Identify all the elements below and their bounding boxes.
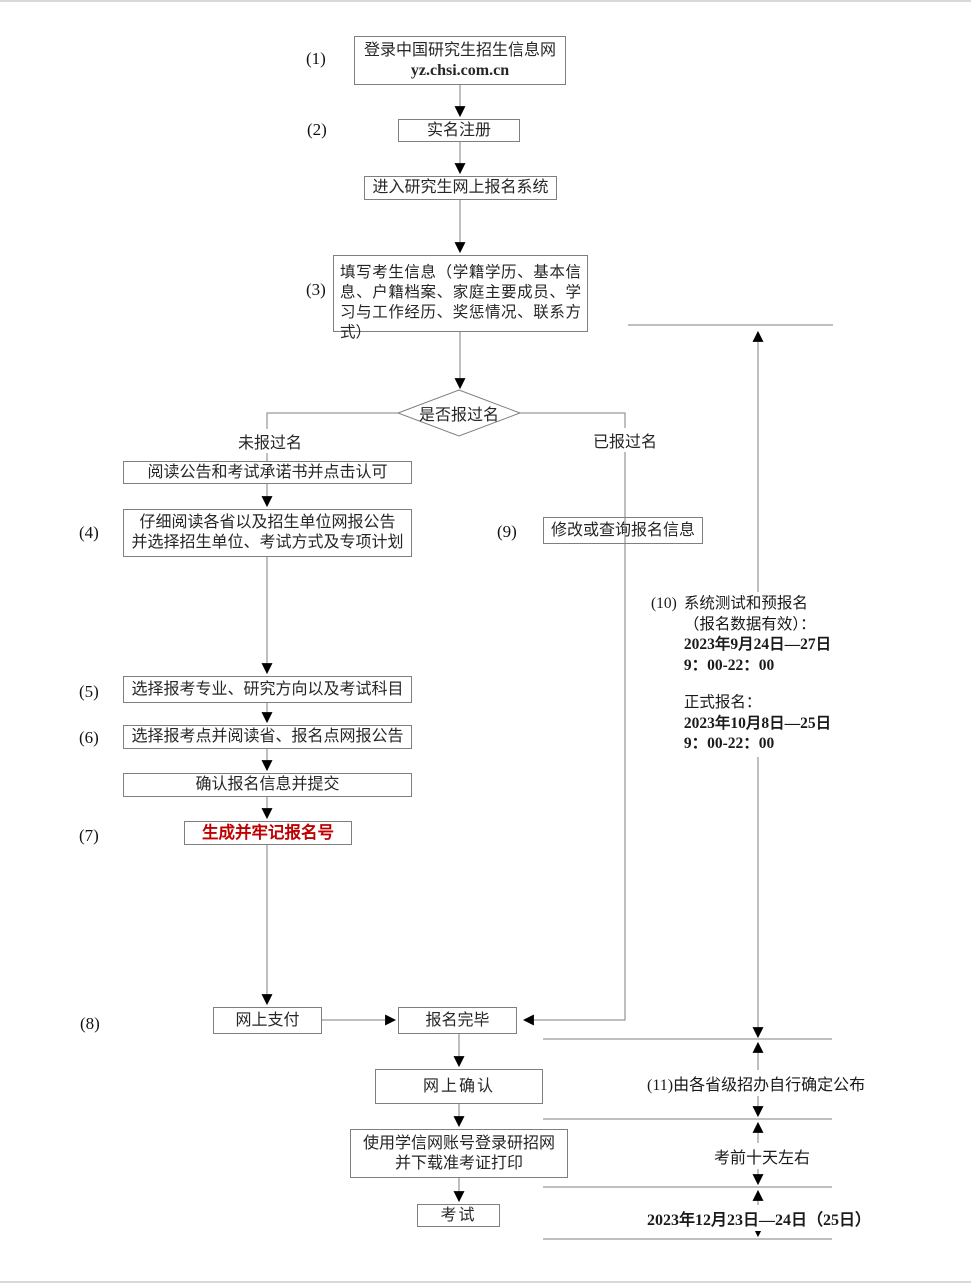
box-fill-candidate-info: 填写考生信息（学籍学历、基本信息、户籍档案、家庭主要成员、学习与工作经历、奖惩情… xyxy=(333,255,588,341)
box-read-province-line2: 并选择招生单位、考试方式及专项计划 xyxy=(131,534,404,551)
box-login-line1: 登录中国研究生招生信息网 xyxy=(363,41,556,59)
note-province-confirmation-text: 由各省级招办自行确定公布 xyxy=(673,1077,866,1094)
line-branch-yes xyxy=(520,412,626,1026)
box-confirm-submit: 确认报名信息并提交 xyxy=(123,773,412,797)
note-formal-registration-date: 2023年10月8日—25日 xyxy=(683,714,832,732)
step-label-5: (5) xyxy=(79,682,99,701)
step-label-3: (3) xyxy=(306,280,326,299)
note-formal-registration-time: 9：00-22：00 xyxy=(683,735,775,752)
note-registration-dates: (10) 系统测试和预报名 （报名数据有效）： 2023年9月24日—27日 9… xyxy=(648,592,835,757)
box-online-payment: 网上支付 xyxy=(213,1007,322,1034)
note-pre-registration-date: 2023年9月24日—27日 xyxy=(683,636,832,653)
note-exam-date: 2023年12月23日—24日（25日） xyxy=(644,1205,875,1231)
note-pre-registration-time: 9：00-22：00 xyxy=(683,656,775,674)
note-pre-registration-sub: （报名数据有效）： xyxy=(683,615,816,633)
step-label-1: (1) xyxy=(306,49,326,68)
box-exam: 考试 xyxy=(417,1204,500,1227)
step-label-9: (9) xyxy=(497,522,517,541)
box-generate-number: 生成并牢记报名号 xyxy=(184,821,352,845)
step-label-2: (2) xyxy=(307,120,327,139)
step-label-4: (4) xyxy=(79,523,99,542)
branch-label-not-registered: 未报过名 xyxy=(236,429,305,453)
box-online-confirmation: 网上确认 xyxy=(375,1069,543,1104)
note-pre-registration-title: 系统测试和预报名 xyxy=(683,595,808,612)
step-label-8: (8) xyxy=(80,1014,100,1033)
note-province-confirmation: (11)由各省级招办自行确定公布 xyxy=(644,1070,869,1096)
step-label-7: (7) xyxy=(79,826,99,845)
box-download-line1: 使用学信网账号登录研招网 xyxy=(362,1134,555,1152)
box-choose-exam-point: 选择报考点并阅读省、报名点网报公告 xyxy=(123,725,412,749)
box-read-province-announcements: 仔细阅读各省以及招生单位网报公告 并选择招生单位、考试方式及专项计划 xyxy=(123,509,412,557)
box-enter-system: 进入研究生网上报名系统 xyxy=(364,176,557,200)
box-choose-major: 选择报考专业、研究方向以及考试科目 xyxy=(123,676,412,703)
box-download-line2: 并下载准考证打印 xyxy=(394,1154,523,1172)
box-registration-finished: 报名完毕 xyxy=(398,1007,517,1034)
box-real-name-register: 实名注册 xyxy=(398,119,520,142)
step-label-10: (10) xyxy=(651,595,677,612)
step-label-6: (6) xyxy=(79,728,99,747)
branch-label-registered: 已报过名 xyxy=(591,428,660,452)
box-read-notice: 阅读公告和考试承诺书并点击认可 xyxy=(123,461,412,484)
note-registration-dates-body: 系统测试和预报名 （报名数据有效）： 2023年9月24日—27日 9：00-2… xyxy=(684,594,831,755)
decision-registered-before: 是否报过名 xyxy=(418,407,499,424)
box-read-province-line1: 仔细阅读各省以及招生单位网报公告 xyxy=(139,514,396,531)
step-label-11: (11) xyxy=(647,1077,674,1094)
box-modify-query-info: 修改或查询报名信息 xyxy=(543,517,703,544)
note-before-exam: 考前十天左右 xyxy=(710,1143,815,1169)
box-login-url: yz.chsi.com.cn xyxy=(410,61,510,79)
box-login-site: 登录中国研究生招生信息网 yz.chsi.com.cn xyxy=(354,36,566,85)
note-formal-registration-title: 正式报名： xyxy=(683,694,762,711)
box-download-admission-ticket: 使用学信网账号登录研招网 并下载准考证打印 xyxy=(350,1129,568,1178)
